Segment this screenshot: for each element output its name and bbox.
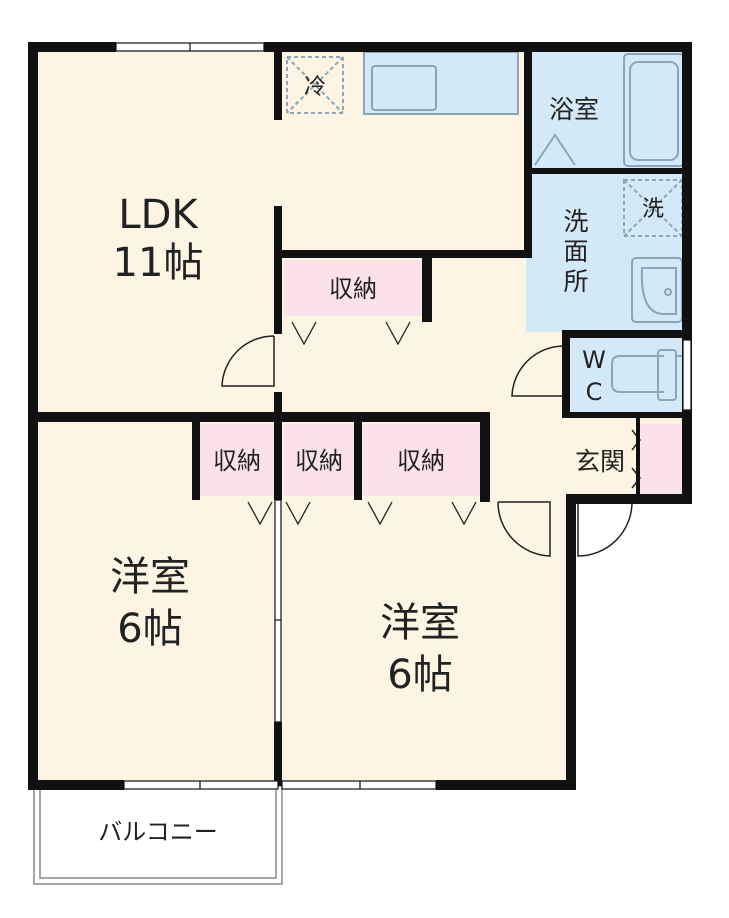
closet-2-floor (284, 424, 356, 496)
closet-1-floor (198, 424, 274, 496)
western2-size: 6帖 (387, 652, 452, 698)
washroom-label-3: 所 (563, 267, 588, 296)
wc-label-2: C (586, 378, 603, 406)
washer-label: 洗 (642, 197, 664, 222)
western1-name: 洋室 (110, 554, 190, 600)
closet-1-label: 収納 (213, 447, 261, 475)
balcony-label: バルコニー (98, 818, 218, 846)
ldk-door (221, 335, 275, 387)
washroom-floor (526, 172, 688, 332)
washroom-label-2: 面 (563, 237, 588, 266)
entrance-label: 玄関 (575, 447, 625, 476)
bath-label: 浴室 (549, 95, 599, 124)
kitchen-counter (363, 51, 519, 115)
door-swings (221, 335, 641, 557)
ldk-floor (34, 48, 280, 414)
ldk-size: 11帖 (113, 240, 204, 286)
western2-name: 洋室 (380, 600, 460, 646)
bath-floor (526, 48, 688, 170)
wc-door (511, 345, 565, 397)
western1-size: 6帖 (117, 606, 182, 652)
fridge-label: 冷 (304, 75, 326, 100)
closet-ldk-label: 収納 (329, 275, 377, 303)
bath-window (682, 339, 692, 411)
room1-window (123, 780, 279, 790)
fixtures (286, 51, 686, 401)
balcony (33, 785, 283, 885)
room2-door (497, 501, 551, 557)
closet-3-floor (362, 424, 482, 496)
washroom-label-1: 洗 (563, 207, 588, 236)
ldk-name: LDK (118, 192, 199, 238)
room-labels: LDK 11帖 洋室 6帖 洋室 6帖 浴室 洗 面 所 W C 玄関 バルコニ… (98, 75, 664, 846)
closet-2-label: 収納 (295, 447, 343, 475)
shoe-closet-floor (640, 424, 684, 496)
closet-ldk-floor (284, 260, 426, 316)
sliding-door (274, 499, 282, 723)
room2-window (281, 780, 437, 790)
bath-door-arc (534, 133, 576, 166)
fridge-space (286, 56, 344, 114)
closet-3-label: 収納 (397, 447, 445, 475)
toilet (611, 349, 686, 401)
walls (28, 42, 692, 790)
windows (115, 42, 692, 790)
entrance-door (577, 501, 633, 557)
wc-label-1: W (582, 346, 606, 374)
western-room-2-floor (278, 498, 570, 783)
closet-doors (247, 321, 477, 526)
